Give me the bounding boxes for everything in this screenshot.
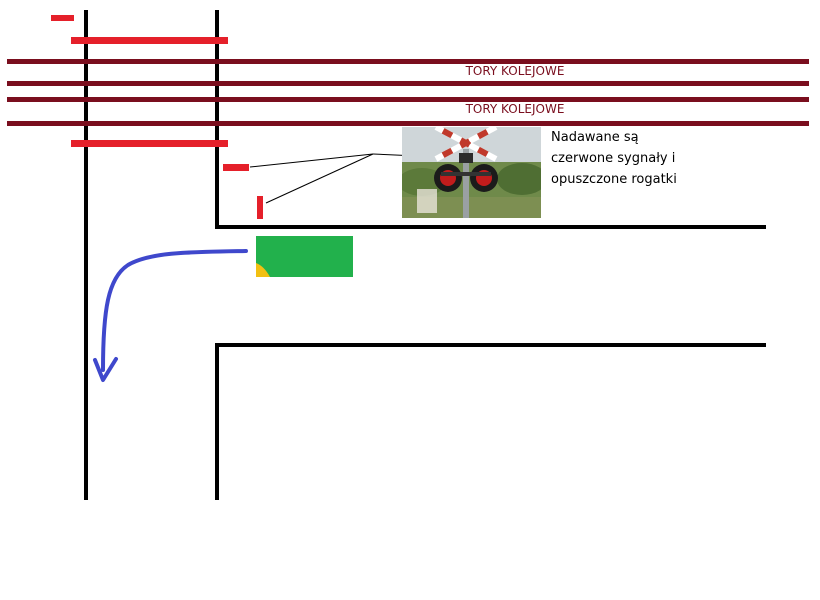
note-line: opuszczone rogatki [551, 172, 677, 187]
railway-crossing-signal-photo [402, 127, 541, 218]
signal-light-horizontal [223, 164, 249, 171]
pointer-line [249, 153, 374, 168]
track-label-bottom: TORY KOLEJOWE [465, 102, 565, 116]
railway-tracks [7, 59, 809, 126]
rail [7, 59, 809, 64]
note-line: Nadawane są [551, 130, 639, 145]
rail [7, 97, 809, 102]
rail [7, 81, 809, 86]
turn-arrow [93, 249, 248, 382]
signal-description: Nadawane są czerwone sygnały i opuszczon… [551, 127, 701, 190]
barrier-small-top [51, 15, 74, 21]
barrier-top [71, 37, 228, 44]
pointer-line [265, 153, 374, 204]
track-label-top: TORY KOLEJOWE [465, 64, 565, 78]
car [256, 236, 353, 277]
rail [7, 121, 809, 126]
car-headlight [256, 263, 270, 277]
note-line: czerwone sygnały i [551, 151, 676, 166]
barrier-bottom [71, 140, 228, 147]
signal-light-vertical [257, 196, 263, 219]
